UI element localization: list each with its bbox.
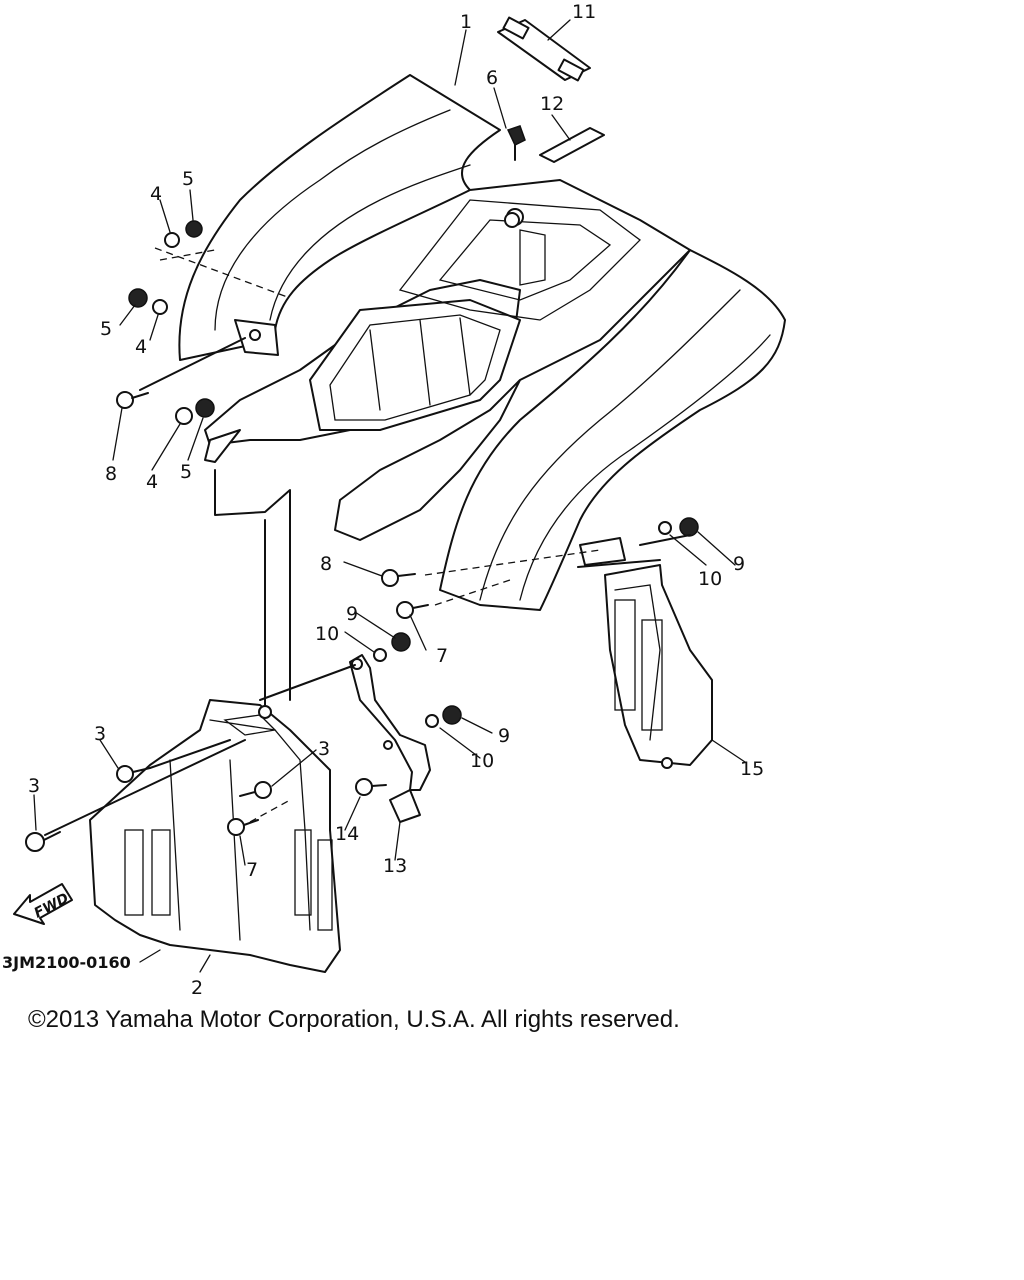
callout-15: 15 xyxy=(740,758,764,780)
rear-fender xyxy=(178,74,786,611)
assembly-lines xyxy=(44,247,691,836)
callout-4a: 4 xyxy=(150,183,162,205)
callout-2: 2 xyxy=(191,977,203,999)
callout-5c: 5 xyxy=(180,461,192,483)
copyright-notice: ©2013 Yamaha Motor Corporation, U.S.A. A… xyxy=(28,1006,680,1033)
callout-12: 12 xyxy=(540,93,564,115)
callout-6: 6 xyxy=(486,67,498,89)
callout-7a: 7 xyxy=(436,645,448,667)
callout-4c: 4 xyxy=(146,471,158,493)
callout-10b: 10 xyxy=(698,568,722,590)
callout-9b: 9 xyxy=(733,553,745,575)
leader-lines xyxy=(33,19,746,973)
callout-8a: 8 xyxy=(105,463,117,485)
callout-labels: 1 11 6 12 5 4 5 4 8 4 5 8 9 10 7 10 9 9 … xyxy=(2,1,764,999)
bracket-stay xyxy=(259,654,431,823)
callout-4b: 4 xyxy=(135,336,147,358)
callout-5b: 5 xyxy=(100,318,112,340)
callout-13: 13 xyxy=(383,855,407,877)
callout-9c: 9 xyxy=(498,725,510,747)
callout-7b: 7 xyxy=(246,859,258,881)
caution-label xyxy=(539,127,605,163)
callout-8b: 8 xyxy=(320,553,332,575)
forward-arrow: FWD xyxy=(13,883,73,925)
callout-11: 11 xyxy=(572,1,596,23)
battery-strap xyxy=(497,16,591,82)
side-mud-guard xyxy=(604,564,713,769)
fasteners xyxy=(25,125,699,852)
callout-3c: 3 xyxy=(28,775,40,797)
callout-3a: 3 xyxy=(94,723,106,745)
callout-1: 1 xyxy=(460,11,472,33)
rear-mud-flap xyxy=(89,699,341,973)
exploded-parts-diagram: FWD 1 11 6 12 5 4 5 4 8 4 5 8 9 10 7 10 … xyxy=(2,1,786,999)
callout-14: 14 xyxy=(335,823,359,845)
callout-3b: 3 xyxy=(318,738,330,760)
callout-9a: 9 xyxy=(346,603,358,625)
callout-10c: 10 xyxy=(470,750,494,772)
drawing-code: 3JM2100-0160 xyxy=(2,953,131,972)
callout-5a: 5 xyxy=(182,168,194,190)
callout-10a: 10 xyxy=(315,623,339,645)
